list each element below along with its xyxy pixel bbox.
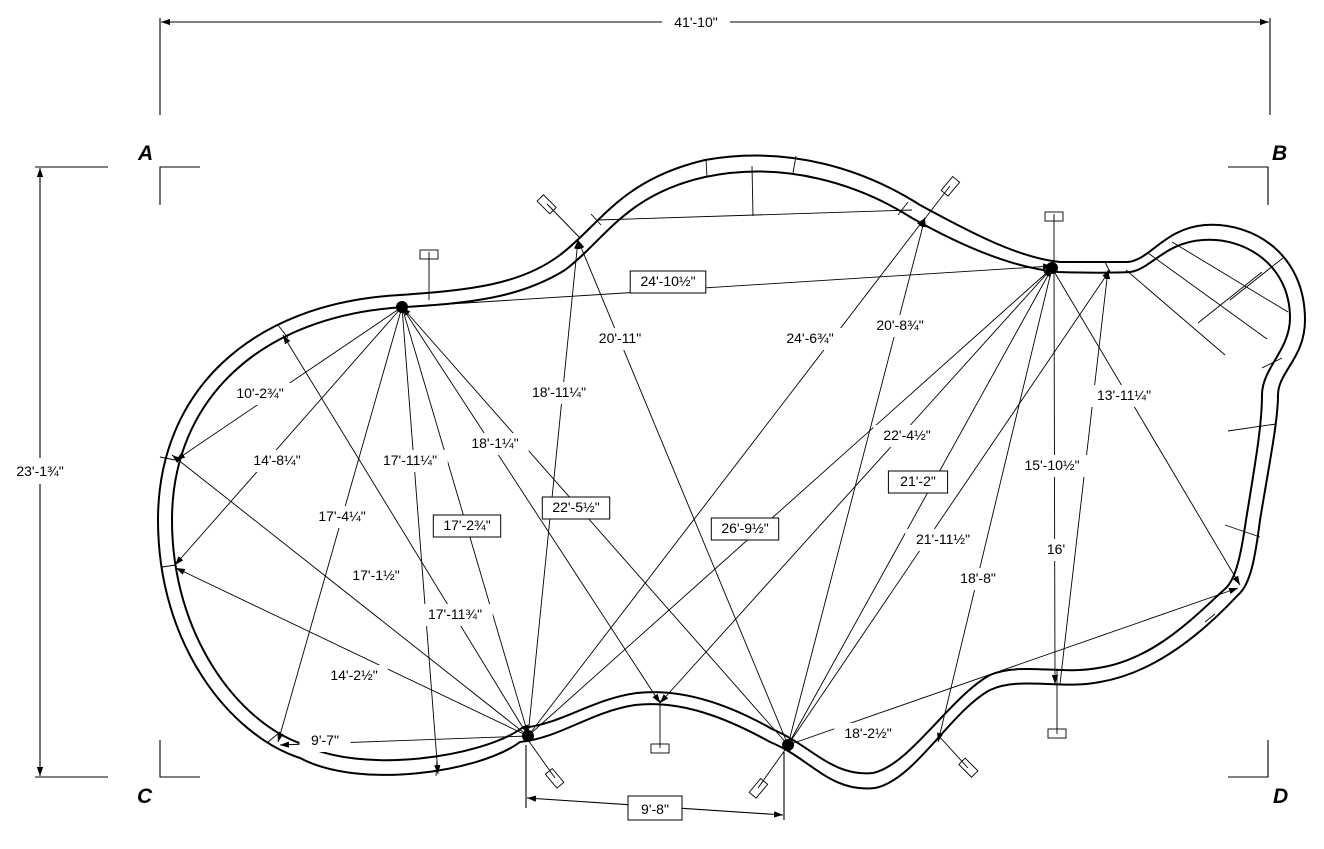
corner-label-a: A	[137, 142, 153, 165]
dimension-label: 18'-1¼"	[471, 435, 518, 451]
pool-outline	[156, 154, 1307, 790]
overall-height-dimension: 23'-1¾"	[4, 166, 108, 778]
overall-height-label: 23'-1¾"	[16, 463, 63, 479]
dimension-label-bg	[372, 450, 448, 472]
corner-label-b: B	[1272, 142, 1287, 165]
dimension-label: 9'-7"	[311, 732, 339, 748]
corner-label-d: D	[1273, 785, 1288, 808]
dimension-label-bg	[226, 383, 294, 405]
dimension-label-bg	[710, 517, 780, 541]
dimension-label-bg	[1086, 385, 1162, 407]
dimension-label: 17'-1½"	[352, 567, 399, 583]
dimension-label: 13'-11¼"	[1097, 387, 1151, 403]
dimension-label-bg	[948, 568, 1008, 590]
stake-hubs	[396, 262, 1058, 751]
dimension-label-bg	[308, 506, 376, 528]
dimension-label: 17'-4¼"	[318, 508, 365, 524]
dimension-label-bg	[866, 315, 934, 337]
dimension-label: 22'-5½"	[552, 499, 599, 515]
bottom-dimension: 9'-8"	[627, 795, 683, 821]
dimension-label: 26'-9½"	[721, 520, 768, 536]
dimension-label: 18'-8"	[960, 570, 996, 586]
overall-width-dimension: 41'-10"	[159, 12, 1271, 115]
dimension-label: 17'-2¾"	[443, 517, 490, 533]
dimension-labels: 24'-10½" 20'-11" 24'-6¾" 20'-8¾" 10'-2¾" 14'-…	[226, 270, 1162, 752]
dimension-label-bg	[243, 450, 311, 472]
bottom-dimension-label: 9'-8"	[641, 801, 669, 817]
dimension-label-bg	[776, 328, 844, 350]
dimension-label: 18'-11¼"	[532, 384, 586, 400]
dimension-label-bg	[461, 433, 529, 455]
dimension-label: 24'-6¾"	[786, 330, 833, 346]
dimension-label: 14'-2½"	[330, 667, 377, 683]
dimension-label: 20'-8¾"	[876, 317, 923, 333]
dimension-label-bg	[586, 328, 654, 350]
corner-label-c: C	[137, 785, 153, 808]
corner-markers: A B C D	[137, 142, 1288, 808]
dimension-label-bg	[320, 665, 388, 687]
dimension-label: 24'-10½"	[640, 273, 695, 289]
dimension-label: 16'	[1047, 541, 1065, 557]
dimension-label: 17'-11¼"	[383, 452, 437, 468]
dimension-label-bg	[873, 425, 941, 447]
dimension-label: 14'-8¼"	[253, 452, 300, 468]
dimension-label-bg	[342, 565, 410, 587]
dimension-label-bg	[887, 470, 949, 494]
dimension-label: 10'-2¾"	[236, 385, 283, 401]
dimension-label-bg	[1038, 539, 1074, 561]
dimension-label: 21'-11½"	[916, 531, 970, 547]
dimension-label: 20'-11"	[599, 330, 641, 346]
dimension-label-bg	[417, 604, 493, 626]
dimension-label: 15'-10½"	[1024, 457, 1079, 473]
dimension-label-bg	[432, 514, 502, 538]
dimension-label-bg	[629, 270, 707, 294]
dimension-label-bg	[299, 730, 351, 752]
dimension-label: 21'-2"	[900, 473, 936, 489]
overall-width-label: 41'-10"	[674, 14, 717, 30]
dimension-label: 18'-2½"	[844, 725, 891, 741]
dimension-label: 17'-11¾"	[428, 606, 482, 622]
dimension-label-bg	[1014, 455, 1090, 477]
dimension-label-bg	[521, 382, 597, 404]
dimension-label-bg	[905, 529, 981, 551]
dimension-label-bg	[541, 496, 611, 520]
dimension-label: 22'-4½"	[883, 427, 930, 443]
dimension-label-bg	[834, 723, 902, 745]
